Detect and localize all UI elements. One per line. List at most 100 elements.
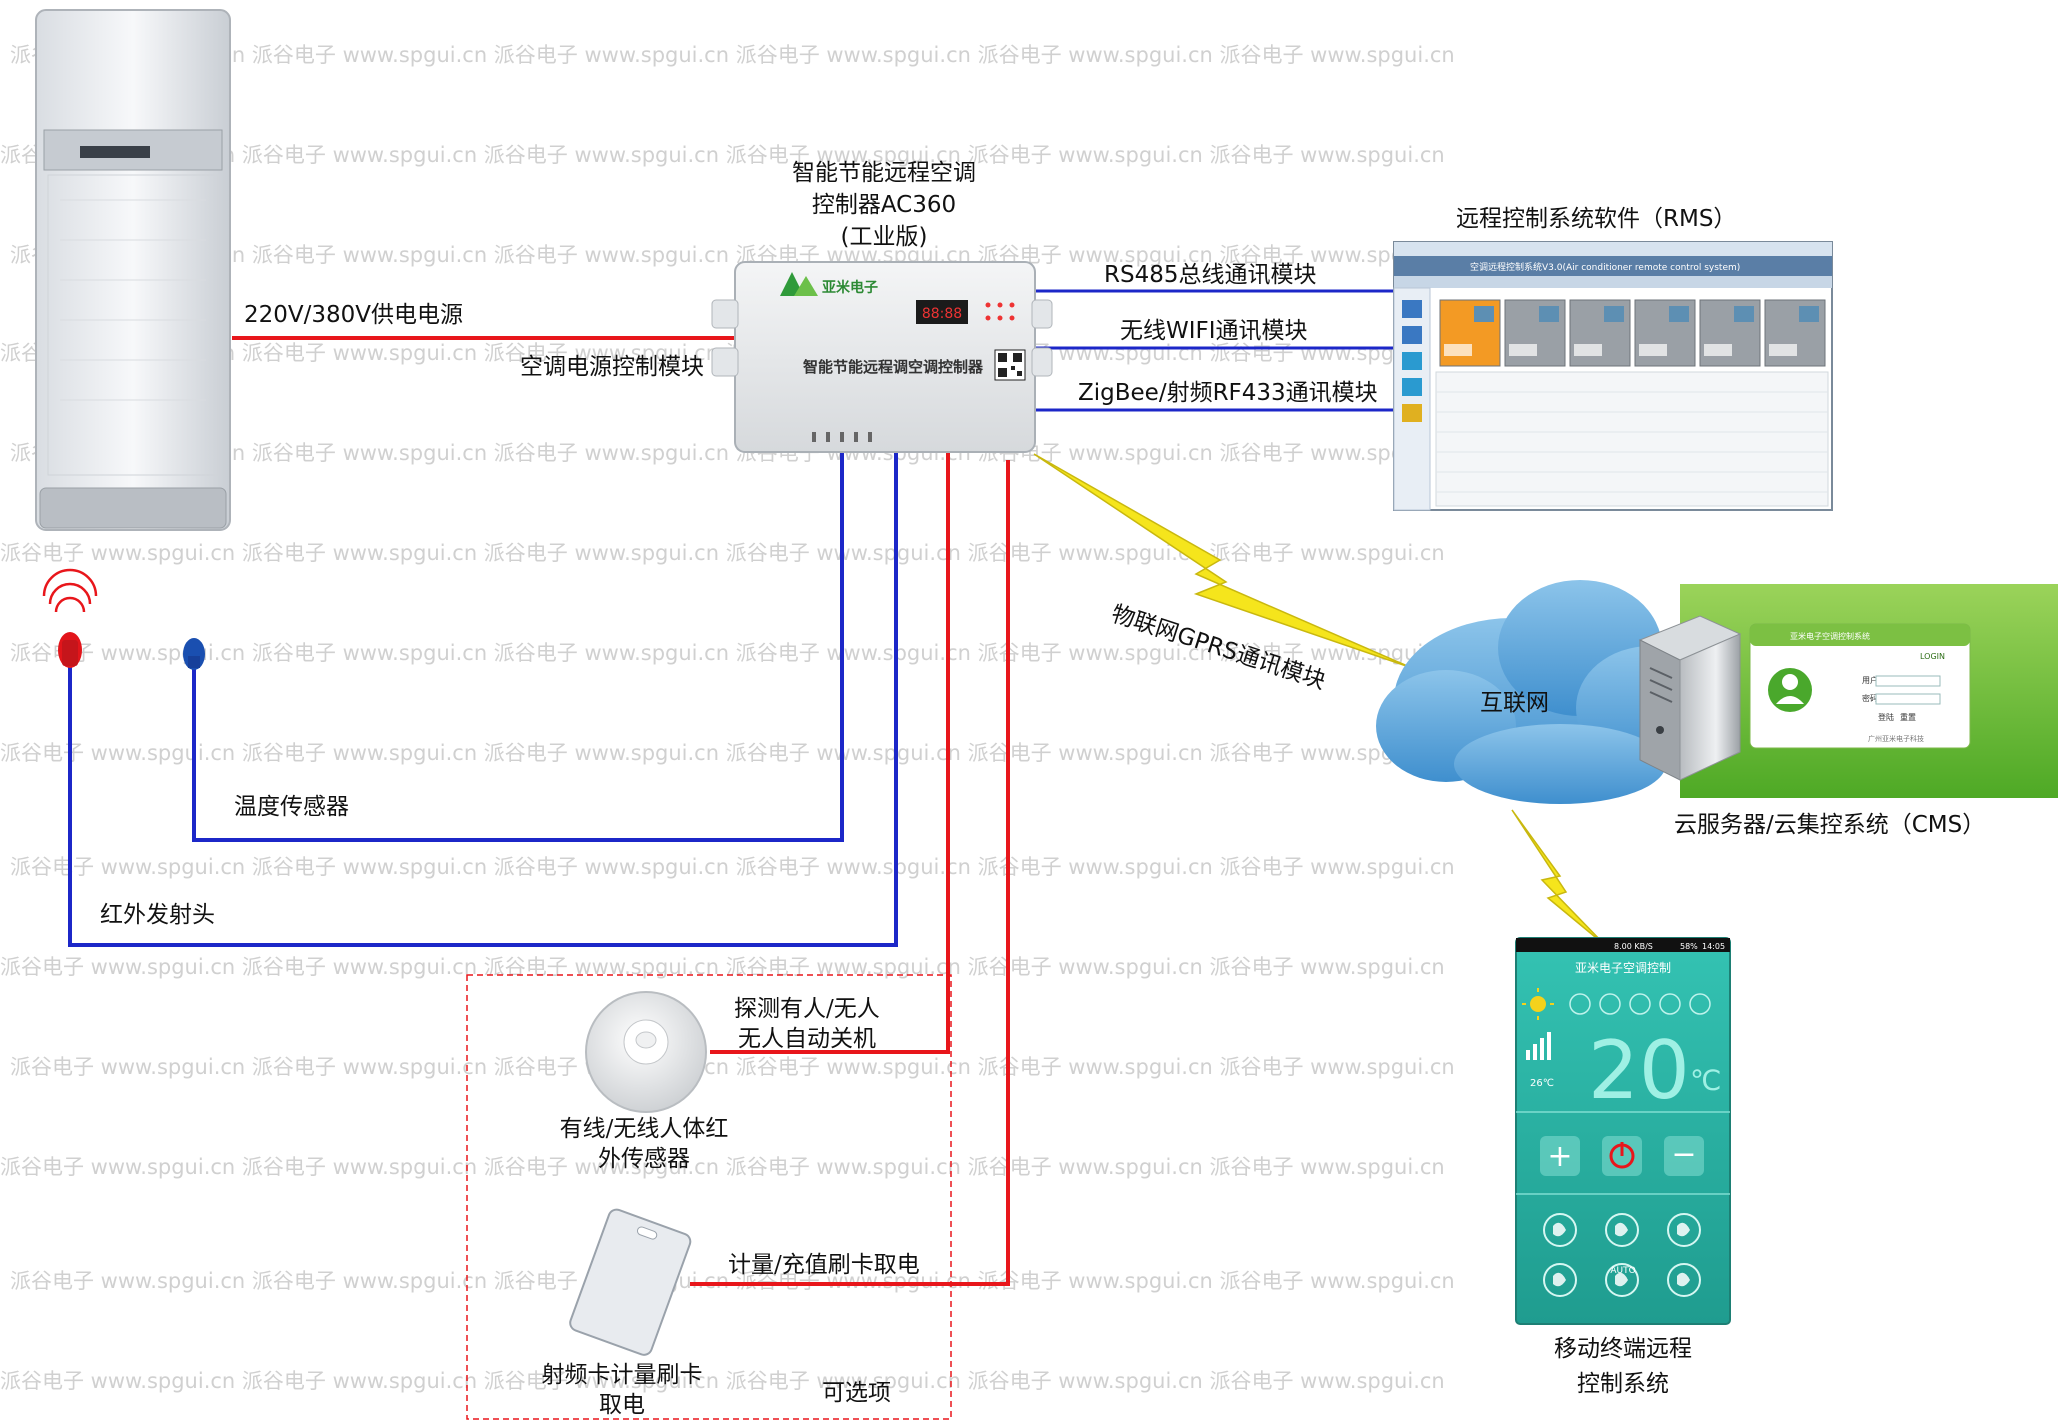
cms-pwd-label: 密码 [1862, 693, 1878, 703]
watermark-row: 派谷电子 www.spgui.cn 派谷电子 www.spgui.cn 派谷电子… [0, 1155, 1445, 1179]
fan-speed-button[interactable] [1667, 1263, 1701, 1297]
fan-speed-button[interactable] [1605, 1213, 1639, 1247]
temp-up-button[interactable] [1540, 1136, 1580, 1176]
watermark-row: 派谷电子 www.spgui.cn 派谷电子 www.spgui.cn 派谷电子… [0, 143, 1445, 167]
controller-brand: 亚米电子 [822, 279, 878, 296]
mobile-lightning-icon [1511, 809, 1607, 947]
mode-button[interactable] [1689, 993, 1711, 1015]
temp-sensor [183, 638, 205, 670]
qr-code-icon [994, 349, 1026, 381]
fan-icon [1615, 1222, 1628, 1237]
rms-tile-field [1639, 344, 1667, 356]
pir-sensor-wire [710, 445, 950, 1054]
rms-device-icon [1474, 306, 1494, 322]
card-label-line-2: 取电 [599, 1392, 645, 1418]
fan-speed-button[interactable] [1543, 1213, 1577, 1247]
ir-emitter [42, 568, 98, 668]
watermark-row: 派谷电子 www.spgui.cn 派谷电子 www.spgui.cn 派谷电子… [0, 1369, 1445, 1393]
rms-nav-button[interactable] [1402, 352, 1422, 370]
rms-tile-field [1509, 344, 1537, 356]
mode-button[interactable] [1599, 993, 1621, 1015]
fan-speed-button[interactable] [1667, 1213, 1701, 1247]
rms-window: 空调远程控制系统V3.0(Air conditioner remote cont… [1393, 241, 1833, 511]
mobile-status-speed: 8.00 KB/S [1614, 942, 1653, 951]
mobile-app-title: 亚米电子空调控制 [1575, 961, 1671, 975]
zigbee-label: ZigBee/射频RF433通讯模块 [1078, 380, 1378, 406]
rs485-label: RS485总线通讯模块 [1104, 262, 1316, 288]
cms-login-button[interactable]: 登陆 [1878, 712, 1894, 722]
fan-button-grid [1543, 1213, 1701, 1297]
optional-label: 可选项 [822, 1380, 891, 1406]
fan-icon [1553, 1222, 1566, 1237]
cms-footer: 广州亚米电子科技 [1868, 734, 1924, 743]
rms-nav-button[interactable] [1402, 300, 1422, 318]
detect-label-line-2: 无人自动关机 [738, 1026, 876, 1052]
mobile-status-time: 14:05 [1702, 942, 1725, 951]
power-module-label: 空调电源控制模块 [520, 354, 704, 380]
cms-pwd-input[interactable] [1875, 693, 1941, 705]
fan-speed-button[interactable] [1605, 1263, 1639, 1297]
cms-panel: 亚米电子空调控制系统 LOGIN 用户 密码 登陆 重置 广州亚米电子科技 [1680, 584, 2058, 798]
fan-icon [1553, 1272, 1566, 1287]
mobile-status-battery: 58% [1680, 942, 1698, 951]
rms-tile-field [1574, 344, 1602, 356]
rms-window-title: 空调远程控制系统V3.0(Air conditioner remote cont… [1470, 261, 1740, 273]
ir-emitter-wire [68, 445, 898, 947]
detect-label-line-1: 探测有人/无人 [734, 996, 880, 1022]
cms-user-input[interactable] [1875, 675, 1941, 687]
signal-bars-icon [1526, 1032, 1551, 1060]
rms-device-icon [1669, 306, 1689, 322]
rms-device-icon [1604, 306, 1624, 322]
watermark-row: 派谷电子 www.spgui.cn 派谷电子 www.spgui.cn 派谷电子… [10, 855, 1455, 879]
mode-button[interactable] [1569, 993, 1591, 1015]
watermark-row: 派谷电子 www.spgui.cn 派谷电子 www.spgui.cn 派谷电子… [10, 1055, 1455, 1079]
rms-tile-field [1704, 344, 1732, 356]
pir-label-line-2: 外传感器 [598, 1146, 690, 1172]
ac360-controller: 亚米电子 88:88 智能节能远程调空调控制器 [711, 261, 1053, 453]
optional-region [466, 974, 952, 1420]
mobile-temperature-unit: ℃ [1690, 1064, 1721, 1097]
fan-icon [1677, 1222, 1690, 1237]
controller-panel-text: 智能节能远程调空调控制器 [803, 358, 984, 376]
rms-device-icon [1539, 306, 1559, 322]
temp-sensor-wire [192, 445, 844, 842]
fan-speed-button[interactable] [1543, 1263, 1577, 1297]
watermark-row: 派谷电子 www.spgui.cn 派谷电子 www.spgui.cn 派谷电子… [0, 741, 1445, 765]
rms-device-icon [1799, 306, 1819, 322]
cms-label: 云服务器/云集控系统（CMS） [1674, 812, 1985, 838]
server-icon [1638, 615, 1742, 781]
mobile-mode-auto: AUTO [1610, 1266, 1635, 1276]
sun-icon [1522, 988, 1554, 1020]
fan-icon [1677, 1272, 1690, 1287]
mode-button[interactable] [1659, 993, 1681, 1015]
rms-nav-button[interactable] [1402, 378, 1422, 396]
rms-tile-field [1444, 344, 1472, 356]
mobile-app-screen: 8.00 KB/S 58% 14:05 亚米电子空调控制 26℃ 20 ℃ + … [1515, 937, 1731, 1325]
cms-login-title: 亚米电子空调控制系统 [1790, 631, 1870, 641]
mobile-label-line-1: 移动终端远程 [1554, 1336, 1692, 1362]
plus-icon: + [1547, 1139, 1572, 1174]
ir-emitter-label: 红外发射头 [100, 902, 215, 928]
cms-reset-button[interactable]: 重置 [1900, 712, 1916, 722]
cms-login-header-button[interactable]: LOGIN [1920, 652, 1945, 661]
temp-down-button[interactable] [1664, 1136, 1704, 1176]
rms-sidebar-icons [1402, 300, 1422, 422]
rms-nav-button[interactable] [1402, 404, 1422, 422]
user-avatar-icon [1768, 668, 1812, 712]
brand-logo-icon [780, 272, 818, 296]
pir-sensor [585, 991, 707, 1113]
rms-device-icon [1734, 306, 1754, 322]
mode-button[interactable] [1629, 993, 1651, 1015]
watermark-row: 派谷电子 www.spgui.cn 派谷电子 www.spgui.cn 派谷电子… [0, 541, 1445, 565]
fan-icon [1615, 1272, 1628, 1287]
air-conditioner [35, 9, 231, 531]
rms-nav-button[interactable] [1402, 326, 1422, 344]
card-reader-wire [690, 460, 1010, 1286]
rf-card [569, 1208, 692, 1356]
wifi-label: 无线WIFI通讯模块 [1120, 318, 1308, 344]
controller-display [916, 300, 968, 324]
watermark-row: 派谷电子 www.spgui.cn 派谷电子 www.spgui.cn 派谷电子… [10, 441, 1455, 465]
controller-vents [812, 432, 872, 442]
